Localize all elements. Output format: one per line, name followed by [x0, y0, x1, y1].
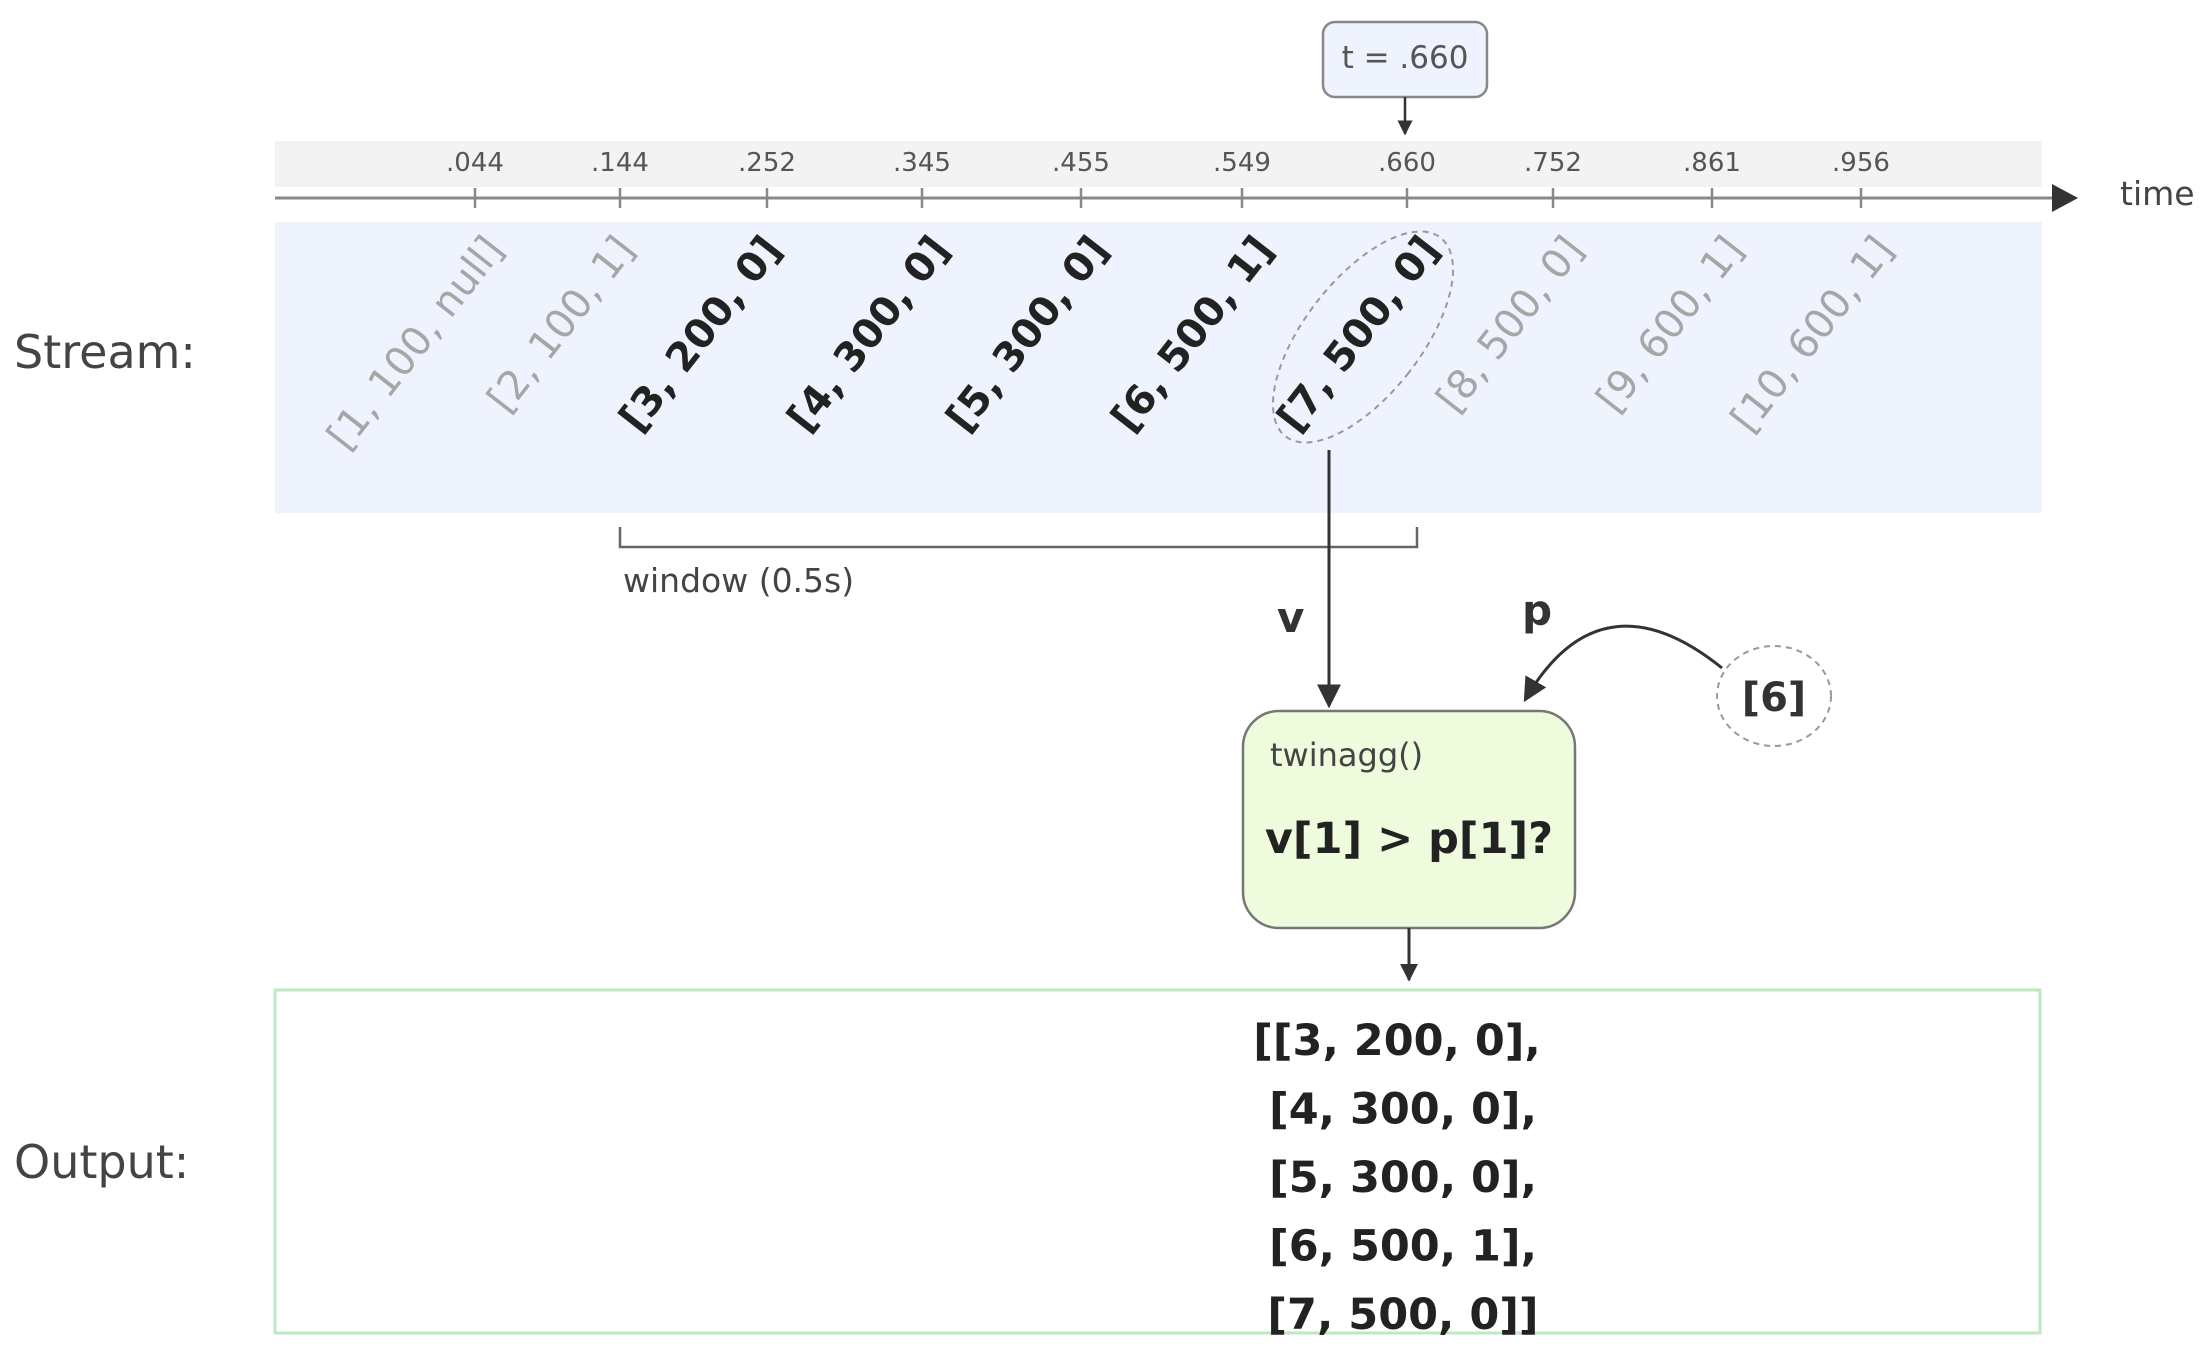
tick-label: .455: [1052, 148, 1110, 178]
operator-expression: v[1] > p[1]?: [1265, 814, 1553, 864]
window-bracket: [618, 527, 1419, 549]
tick-label: .956: [1832, 148, 1890, 178]
time-axis-arrow-icon: [2052, 184, 2078, 212]
output-line: [7, 500, 0]]: [1267, 1290, 1538, 1340]
output-lines: [[3, 200, 0], [4, 300, 0], [5, 300, 0], [6,…: [1253, 1016, 1541, 1340]
current-event-highlight: [1271, 230, 1455, 444]
output-label: Output:: [14, 1135, 189, 1189]
tick-label: .252: [738, 148, 796, 178]
output-line: [6, 500, 1],: [1269, 1222, 1537, 1272]
tick-label: .752: [1524, 148, 1582, 178]
param-value: [6]: [1742, 675, 1806, 721]
output-line: [4, 300, 0],: [1269, 1085, 1537, 1135]
tick-label: .144: [591, 148, 649, 178]
output-line: [[3, 200, 0],: [1253, 1016, 1541, 1066]
p-arrow: [1523, 624, 1723, 703]
stream-band: [275, 222, 2042, 513]
axis-band: [275, 141, 2042, 187]
operator-name: twinagg(): [1270, 736, 1423, 774]
time-axis-label: time: [2120, 174, 2195, 213]
tick-label: .549: [1213, 148, 1271, 178]
output-line: [5, 300, 0],: [1269, 1153, 1537, 1203]
tick-group: .044 .144 .252 .345 .455 .549 .660 .752 .861 .956: [446, 148, 1890, 208]
stream-label: Stream:: [14, 325, 196, 379]
cursor-label: t = .660: [1342, 40, 1469, 76]
v-label: v: [1277, 593, 1304, 642]
tick-label: .861: [1683, 148, 1741, 178]
output-box: [273, 988, 2042, 1335]
tick-label: .345: [893, 148, 951, 178]
tick-label: .044: [446, 148, 504, 178]
tick-label: .660: [1378, 148, 1436, 178]
param-circle: [1716, 645, 1832, 747]
window-label: window (0.5s): [623, 561, 854, 600]
p-label: p: [1522, 586, 1552, 635]
